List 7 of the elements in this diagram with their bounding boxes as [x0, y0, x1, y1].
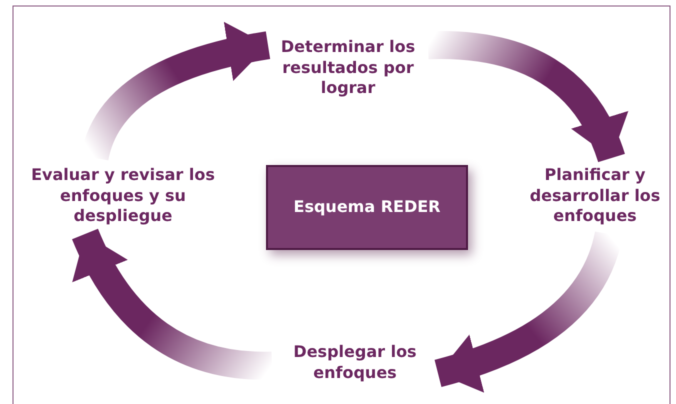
curved-arrow: [428, 31, 626, 163]
box-title: Esquema REDER: [294, 197, 440, 218]
step-label: Desplegar los enfoques: [292, 342, 418, 384]
step-label: Evaluar y revisar los enfoques y su despliegue: [30, 164, 216, 228]
center-box: [266, 165, 468, 250]
step-label: Planificar y desarrollar los enfoques: [528, 164, 662, 228]
step-label: Determinar los resultados por lograr: [280, 36, 416, 100]
